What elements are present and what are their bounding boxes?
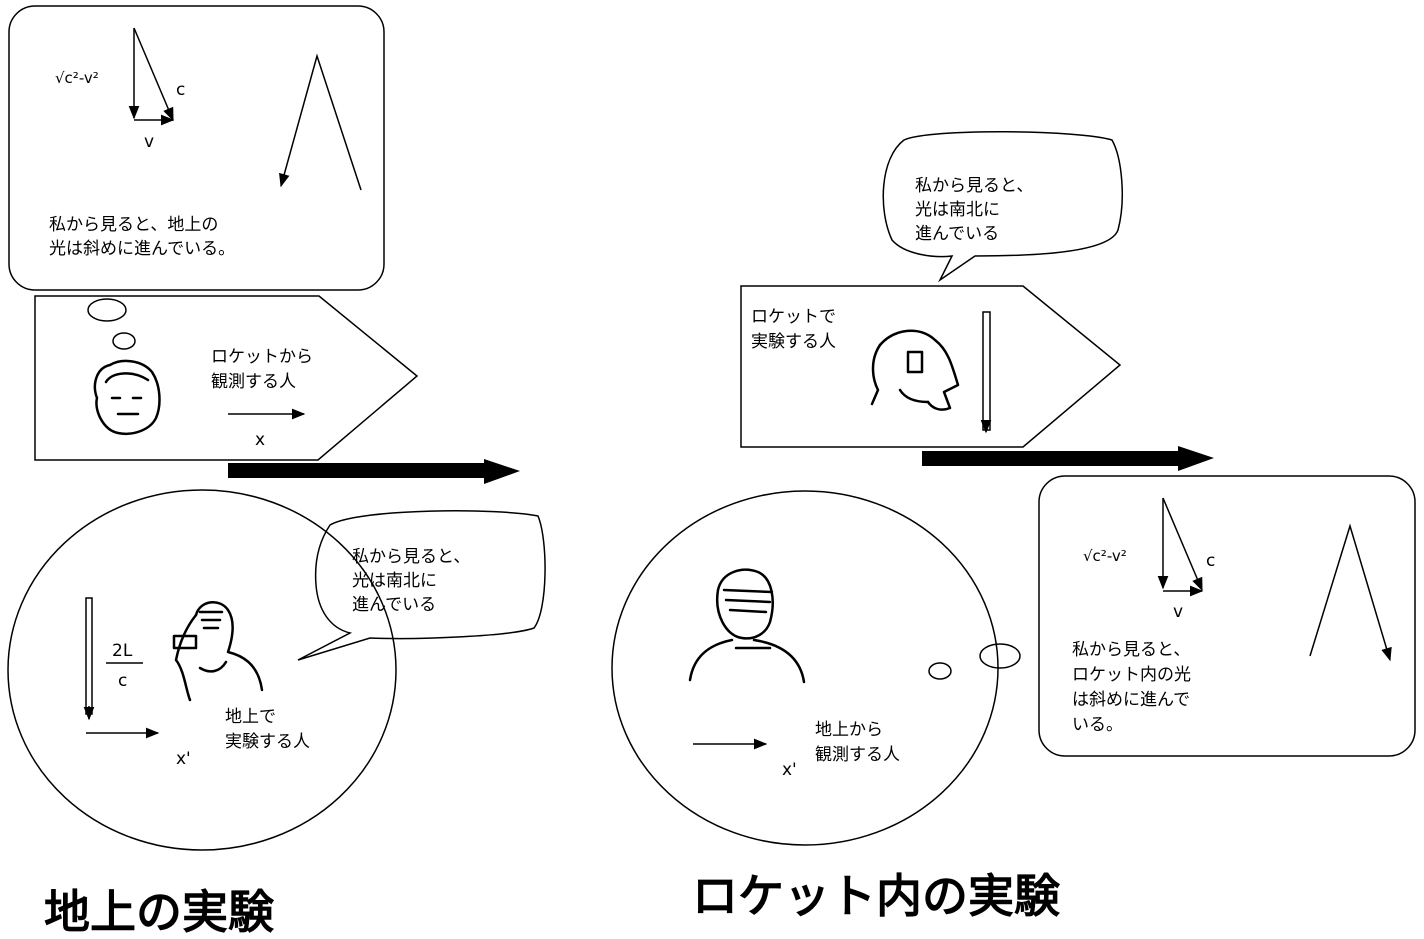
vertical-light-beam: [982, 311, 991, 431]
box-text-line-2: 光は斜めに進んでいる。: [49, 239, 235, 259]
rocket-label-line-1: ロケットで: [751, 307, 836, 327]
box-text-line-2: ロケット内の光: [1072, 665, 1191, 685]
speech-line-3: 進んでいる: [352, 595, 436, 615]
rocket-label-line-1: ロケットから: [211, 347, 313, 367]
left-ground-circle: 2L c x' 地上で 実験する人: [7, 489, 397, 851]
box-text-line-3: は斜めに進んで: [1072, 690, 1190, 710]
right-ground-circle: x' 地上から 観測する人: [611, 490, 999, 846]
rocket-label-line-2: 観測する人: [211, 372, 296, 392]
diagonal-light-arrow: [1162, 497, 1203, 592]
light-zigzag-path: [1309, 523, 1392, 662]
fraction-numerator: 2L: [112, 641, 133, 661]
light-zigzag-path: [279, 53, 362, 191]
ground-experimenter-figure: [172, 601, 264, 702]
speech-line-2: 光は南北に: [352, 571, 437, 591]
right-rocket-velocity-arrow: [922, 446, 1214, 471]
x-axis-label: x: [255, 430, 265, 450]
vertical-light-beam: [85, 597, 93, 715]
right-rocket: ロケットで 実験する人: [740, 285, 1122, 448]
box-text-line-1: 私から見ると、地上の: [49, 215, 218, 235]
thought-bubble-large: [979, 643, 1021, 669]
fraction-denominator: c: [118, 671, 127, 691]
right-caption: ロケット内の実験: [692, 869, 1061, 923]
box-text-line-1: 私から見ると、: [1072, 640, 1190, 660]
thought-bubble-small: [112, 332, 136, 350]
x-prime-axis-label: x': [176, 749, 191, 769]
ground-observer-figure: [688, 568, 806, 684]
left-ground-speech-bubble: 私から見ると、 光は南北に 進んでいる: [297, 510, 546, 661]
ground-label-line-1: 地上から: [815, 720, 883, 740]
v-label: v: [144, 132, 154, 152]
sqrt-label: √c²-v²: [1083, 547, 1127, 565]
ground-label-line-2: 実験する人: [225, 732, 310, 752]
rocket-label-line-2: 実験する人: [751, 332, 836, 352]
v-label: v: [1173, 602, 1183, 622]
c-label: c: [176, 80, 185, 100]
left-caption: 地上の実験: [44, 885, 275, 939]
ground-label-line-1: 地上で: [225, 707, 276, 727]
speech-line-2: 光は南北に: [915, 200, 1000, 220]
rocket-experimenter-figure: [870, 329, 960, 411]
right-observer-thought-box: √c²-v² c v 私から見ると、 ロケット内の光 は斜めに進んで いる。: [1038, 475, 1416, 757]
left-rocket-velocity-arrow: [228, 459, 520, 484]
sqrt-label: √c²-v²: [55, 69, 99, 87]
box-text-line-4: いる。: [1072, 715, 1123, 735]
right-rocket-speech-bubble: 私から見ると、 光は南北に 進んでいる: [882, 130, 1123, 283]
speech-line-1: 私から見ると、: [352, 547, 470, 567]
speech-line-1: 私から見ると、: [915, 176, 1033, 196]
left-observer-thought-box: √c²-v² c v 私から見ると、地上の 光は斜めに進んでいる。: [8, 5, 385, 291]
rocket-observer-face: [93, 359, 161, 435]
thought-bubble-small: [928, 662, 952, 680]
speech-line-3: 進んでいる: [915, 224, 999, 244]
diagonal-light-arrow: [133, 27, 174, 122]
ground-label-line-2: 観測する人: [815, 745, 900, 765]
thought-bubble-large: [87, 298, 127, 322]
x-prime-axis-label: x': [782, 760, 797, 780]
left-rocket: ロケットから 観測する人 x: [34, 295, 419, 461]
c-label: c: [1206, 551, 1215, 571]
